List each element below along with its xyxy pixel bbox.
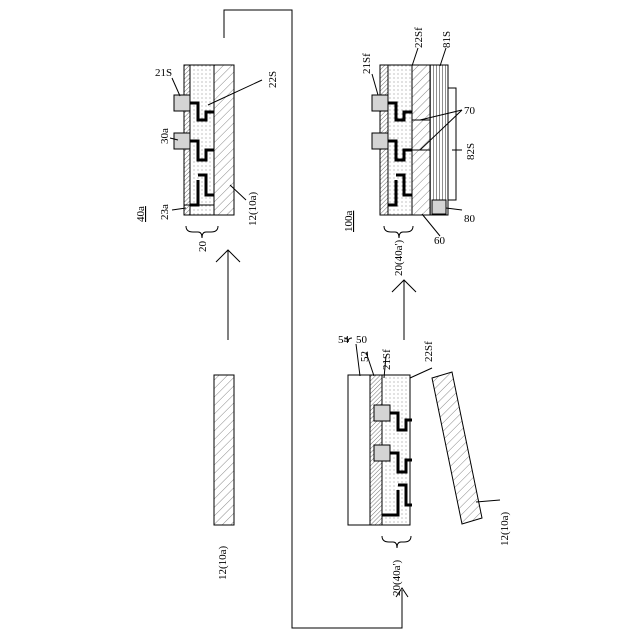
carrier-12-removed xyxy=(432,372,482,524)
label-21sf-s4: 21Sf xyxy=(361,53,373,74)
underfill-60 xyxy=(412,65,430,215)
label-80: 80 xyxy=(464,213,476,225)
stage-release xyxy=(344,338,500,548)
die-80 xyxy=(430,65,448,215)
stage-carrier xyxy=(214,375,234,525)
label-60: 60 xyxy=(434,235,446,247)
label-20-s3: 20(40a') xyxy=(391,559,403,596)
label-52: 52 xyxy=(359,351,371,362)
pad-s4-1 xyxy=(372,95,388,111)
label-70: 70 xyxy=(464,105,476,117)
arrow-up-left xyxy=(216,250,240,340)
label-22sf-s4: 22Sf xyxy=(413,27,425,48)
pad-30a-2 xyxy=(174,133,190,149)
pad-s3-1 xyxy=(374,405,390,421)
label-100a: 100a xyxy=(343,211,355,233)
label-54: 54 xyxy=(338,334,350,346)
label-23a: 23a xyxy=(159,204,171,220)
arrow-up-right xyxy=(392,280,416,340)
label-12-s3: 12(10a) xyxy=(499,511,511,546)
pad-30a-1 xyxy=(174,95,190,111)
carrier-12-bare xyxy=(214,375,234,525)
label-12-s1: 12(10a) xyxy=(247,191,259,226)
label-30a: 30a xyxy=(159,128,171,144)
label-50: 50 xyxy=(356,334,368,346)
layer-54 xyxy=(348,375,370,525)
pad-s3-2 xyxy=(374,445,390,461)
label-22sf-s3: 22Sf xyxy=(423,341,435,362)
carrier-12 xyxy=(214,65,234,215)
label-21s-s1: 21S xyxy=(155,67,172,79)
shield-82s xyxy=(448,88,456,200)
label-40a: 40a xyxy=(135,206,147,222)
bump-80 xyxy=(432,200,446,214)
label-20-s1: 20 xyxy=(197,241,209,253)
label-82s: 82S xyxy=(465,143,477,160)
pad-s4-2 xyxy=(372,133,388,149)
label-12-s2: 12(10a) xyxy=(217,545,229,580)
label-21sf-s3: 21Sf xyxy=(381,349,393,370)
label-22s-s1: 22S xyxy=(267,71,279,88)
label-81s: 81S xyxy=(441,31,453,48)
stage-100a xyxy=(372,48,462,238)
label-20-s4: 20(40a') xyxy=(393,239,405,276)
